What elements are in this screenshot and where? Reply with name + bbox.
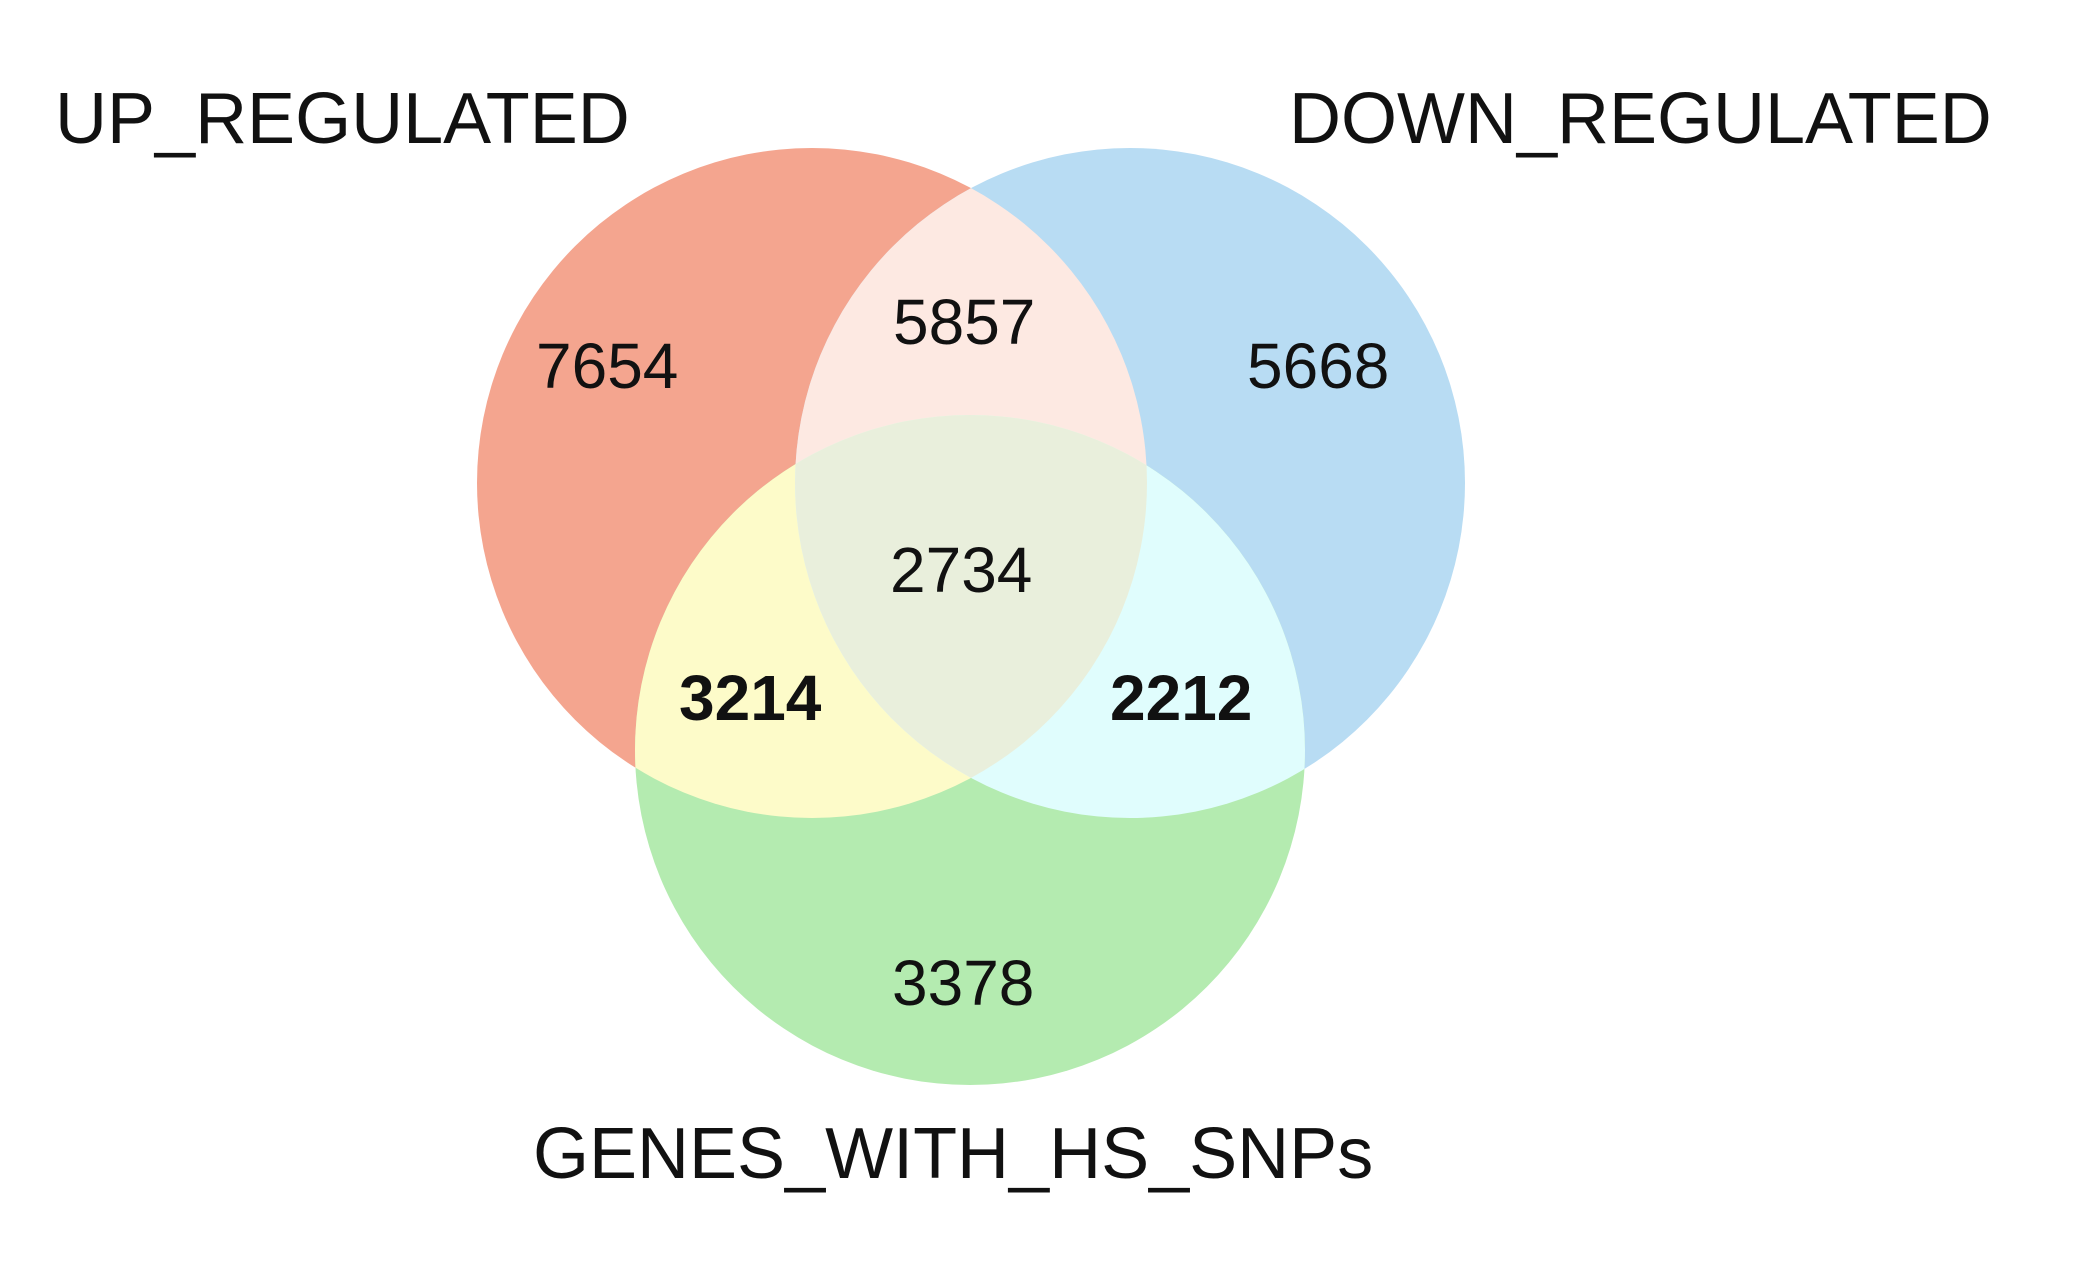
count-snps-only: 3378 <box>892 947 1034 1019</box>
count-up-snps: 3214 <box>679 662 822 734</box>
count-up-down: 5857 <box>893 286 1035 358</box>
up-regulated-label: UP_REGULATED <box>55 79 630 159</box>
down-regulated-label: DOWN_REGULATED <box>1289 79 1992 159</box>
count-down-only: 5668 <box>1247 330 1389 402</box>
genes-with-hs-snps-label: GENES_WITH_HS_SNPs <box>533 1114 1373 1194</box>
count-down-snps: 2212 <box>1110 662 1252 734</box>
count-up-only: 7654 <box>536 330 678 402</box>
count-all-three: 2734 <box>890 534 1032 606</box>
